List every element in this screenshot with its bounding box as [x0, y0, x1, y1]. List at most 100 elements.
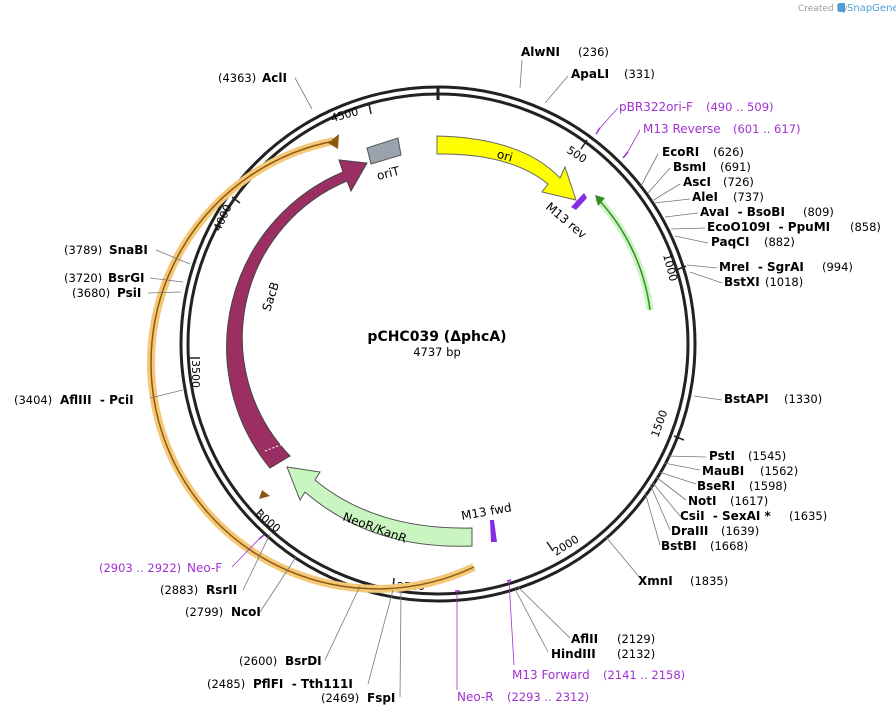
tick-label-1000: 1000	[660, 252, 680, 282]
green-feature-arc	[594, 195, 654, 311]
primer-m13-reverse-pos: (601 .. 617)	[733, 122, 801, 136]
site-bstapi: BstAPI	[724, 392, 769, 406]
site-snabi-pos: (3789)	[64, 243, 102, 257]
oriT-feature: oriT	[366, 137, 402, 183]
site-bsmi: BsmI	[673, 160, 706, 174]
site-maubi: MauBI	[702, 464, 744, 478]
site-asci: AscI	[683, 175, 711, 189]
primer-m13-reverse: M13 Reverse	[643, 122, 721, 136]
site-rsrii: RsrII	[206, 583, 237, 597]
site-psii: PsiI	[117, 286, 141, 300]
site-ncoi-pos: (2799)	[185, 605, 223, 619]
site-bsmi-pos: (691)	[720, 160, 751, 174]
tick-marks	[190, 103, 687, 590]
site-alwni: AlwNI	[521, 45, 560, 59]
site-pflfi-tth111i: PflFI - Tth111I	[253, 677, 353, 691]
site-hindiii: HindIII	[551, 647, 596, 661]
neo-feature: NeoR/KanR	[286, 466, 473, 547]
m13-rev-feature: M13 rev	[543, 193, 589, 242]
site-ncoi: NcoI	[231, 605, 261, 619]
site-fspi-pos: (2469)	[321, 691, 359, 705]
site-asci-pos: (726)	[723, 175, 754, 189]
site-avai-bsobi-pos: (809)	[803, 205, 834, 219]
site-alei-pos: (737)	[733, 190, 764, 204]
orange-primer-arc	[147, 134, 476, 593]
site-alei: AleI	[692, 190, 718, 204]
primer-m13-forward: M13 Forward	[512, 668, 590, 682]
primer-neo-r: Neo-R	[457, 690, 494, 704]
m13-rev-label: M13 rev	[543, 200, 589, 242]
site-pflfi-tth111i-pos: (2485)	[207, 677, 245, 691]
site-acli-pos: (4363)	[218, 71, 256, 85]
site-xmni: XmnI	[638, 574, 673, 588]
primer-pbr322ori-f-pos: (490 .. 509)	[706, 100, 774, 114]
plasmid-name: pCHC039 (ΔphcA)	[367, 329, 506, 345]
m13-fwd-label: M13 fwd	[460, 500, 513, 523]
site-ecori: EcoRI	[662, 145, 699, 159]
site-draiii-pos: (1639)	[721, 524, 759, 538]
site-alwni-pos: (236)	[578, 45, 609, 59]
site-snabi: SnaBI	[109, 243, 148, 257]
site-beri-pos: (1598)	[749, 479, 787, 493]
tick-label-500: 500	[564, 144, 589, 166]
tick-label-1500: 1500	[649, 408, 671, 439]
site-aflii: AflII	[571, 632, 598, 646]
site-maubi-pos: (1562)	[760, 464, 798, 478]
tick-label-3000: 3000	[253, 507, 283, 535]
site-bstxi: BstXI	[724, 275, 760, 289]
backbone	[179, 85, 697, 603]
site-beri: BseRI	[697, 479, 735, 493]
site-mrei-sgrai-pos: (994)	[822, 260, 853, 274]
site-psti: PstI	[709, 449, 735, 463]
restriction-sites-left: (4363) AclI (3789) SnaBI (3720) BsrGI (3…	[14, 71, 395, 705]
site-afliii-pcii: AflIII - PciI	[60, 393, 134, 407]
ori-label: ori	[496, 147, 515, 165]
site-noti-pos: (1617)	[730, 494, 768, 508]
site-paqci-pos: (882)	[764, 235, 795, 249]
brand-product: SnapGene	[847, 3, 896, 14]
primer-pbr322ori-f: pBR322ori-F	[619, 100, 693, 114]
leader-lines-right	[514, 59, 723, 653]
site-aflii-pos: (2129)	[617, 632, 655, 646]
site-noti: NotI	[688, 494, 717, 508]
snapgene-brand: Created by SnapGene	[798, 3, 896, 14]
site-bsrgi: BsrGI	[108, 271, 145, 285]
primer-labels: pBR322ori-F (490 .. 509) M13 Reverse (60…	[99, 100, 801, 704]
site-bsrdi-pos: (2600)	[239, 654, 277, 668]
site-bsrgi-pos: (3720)	[64, 271, 102, 285]
plasmid-title-block: pCHC039 (ΔphcA) 4737 bp	[367, 329, 506, 359]
plasmid-length: 4737 bp	[413, 345, 461, 359]
primer-m13-forward-pos: (2141 .. 2158)	[603, 668, 685, 682]
site-fspi: FspI	[367, 691, 395, 705]
site-ecoo109i-ppumi-pos: (858)	[850, 220, 881, 234]
site-bstapi-pos: (1330)	[784, 392, 822, 406]
sacB-feature: SacB	[226, 159, 368, 469]
site-acli: AclI	[262, 71, 287, 85]
site-csii-sexai: CsiI - SexAI *	[680, 509, 771, 523]
site-mrei-sgrai: MreI - SgrAI	[719, 260, 804, 274]
site-avai-bsobi: AvaI - BsoBI	[700, 205, 785, 219]
site-psti-pos: (1545)	[748, 449, 786, 463]
site-csii-sexai-pos: (1635)	[789, 509, 827, 523]
tick-label-2000: 2000	[551, 533, 582, 559]
site-rsrii-pos: (2883)	[160, 583, 198, 597]
snapgene-logo-icon	[838, 3, 845, 12]
primer-neo-f: Neo-F	[187, 561, 222, 575]
site-xmni-pos: (1835)	[690, 574, 728, 588]
tick-label-3500: 3500	[189, 360, 202, 388]
primer-neo-r-pos: (2293 .. 2312)	[507, 690, 589, 704]
oriT-label: oriT	[375, 164, 401, 183]
site-ecoo109i-ppumi: EcoO109I - PpuMI	[707, 220, 830, 234]
site-bstbi: BstBI	[661, 539, 697, 553]
site-ecori-pos: (626)	[713, 145, 744, 159]
site-afliii-pcii-pos: (3404)	[14, 393, 52, 407]
leader-lines-left	[147, 77, 402, 698]
site-bsrdi: BsrDI	[285, 654, 322, 668]
primer-leader-lines	[231, 107, 641, 690]
site-apali: ApaLI	[571, 67, 609, 81]
restriction-sites-right: AlwNI (236) ApaLI (331) EcoRI (626) BsmI…	[521, 45, 881, 661]
site-bstxi-pos: (1018)	[765, 275, 803, 289]
site-hindiii-pos: (2132)	[617, 647, 655, 661]
site-draiii: DraIII	[671, 524, 708, 538]
